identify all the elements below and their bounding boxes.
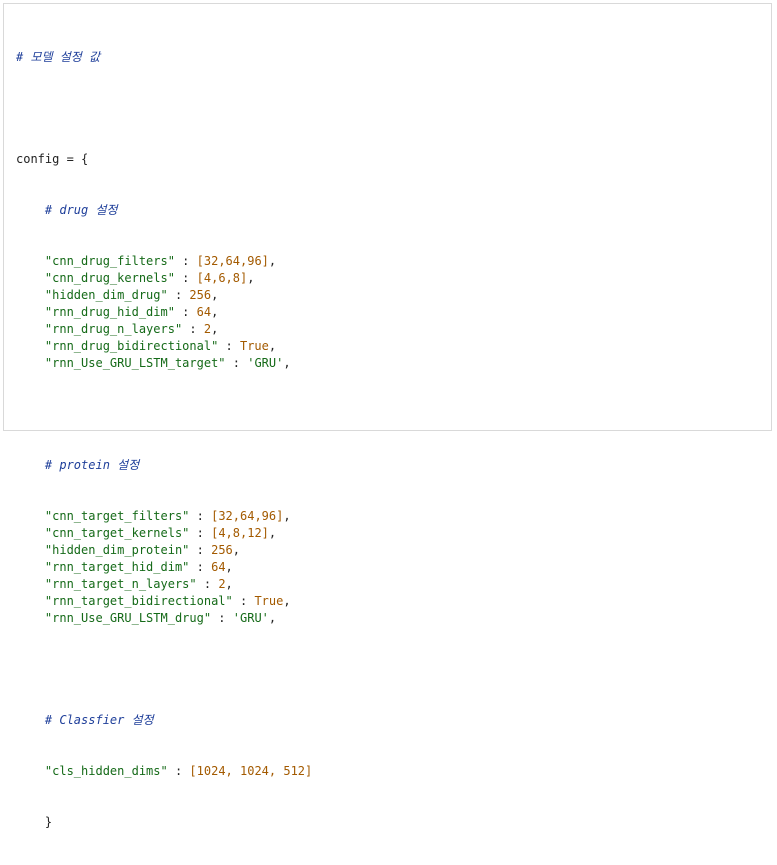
config-key: "cnn_target_kernels"	[44, 526, 190, 540]
config-close: }	[44, 815, 53, 829]
config-key: "rnn_Use_GRU_LSTM_target"	[44, 356, 226, 370]
drug-comment-line: # drug 설정	[16, 202, 312, 219]
config-value: 256	[211, 543, 233, 557]
key-value-separator: :	[189, 509, 212, 523]
trailing-comma: ,	[211, 322, 219, 336]
key-value-separator: :	[167, 764, 190, 778]
config-entry-line: "rnn_target_n_layers" : 2,	[16, 576, 312, 593]
blank-line	[16, 406, 312, 423]
trailing-comma: ,	[283, 356, 291, 370]
config-key: "cnn_drug_filters"	[44, 254, 175, 268]
config-key: "hidden_dim_protein"	[44, 543, 190, 557]
config-key: "rnn_Use_GRU_LSTM_drug"	[44, 611, 212, 625]
config-value: 'GRU'	[232, 611, 269, 625]
protein-entries: "cnn_target_filters" : [32,64,96], "cnn_…	[16, 508, 312, 627]
config-value: [32,64,96]	[211, 509, 284, 523]
config-entry-line: "rnn_drug_n_layers" : 2,	[16, 321, 312, 338]
protein-section-comment: # protein 설정	[44, 458, 140, 472]
config-key: "hidden_dim_drug"	[44, 288, 168, 302]
config-value: [4,6,8]	[196, 271, 248, 285]
config-value: 2	[203, 322, 212, 336]
config-open-line: config = {	[16, 151, 312, 168]
config-entry-line: "cnn_target_filters" : [32,64,96],	[16, 508, 312, 525]
config-value: 64	[211, 560, 226, 574]
config-open: config = {	[16, 152, 89, 166]
config-value: [4,8,12]	[211, 526, 269, 540]
trailing-comma: ,	[211, 305, 219, 319]
key-value-separator: :	[189, 543, 212, 557]
config-entry-line: "rnn_drug_hid_dim" : 64,	[16, 304, 312, 321]
key-value-separator: :	[211, 611, 233, 625]
config-entry-line: "cnn_target_kernels" : [4,8,12],	[16, 525, 312, 542]
config-key: "rnn_target_n_layers"	[44, 577, 197, 591]
config-key: "rnn_target_hid_dim"	[44, 560, 190, 574]
header-comment: # 모델 설정 값	[16, 50, 101, 64]
config-value: 256	[189, 288, 212, 302]
config-key: "rnn_drug_hid_dim"	[44, 305, 175, 319]
config-entry-line: "rnn_drug_bidirectional" : True,	[16, 338, 312, 355]
config-entry-line: "cnn_drug_kernels" : [4,6,8],	[16, 270, 312, 287]
config-value: 2	[218, 577, 226, 591]
config-entry-line: "rnn_Use_GRU_LSTM_target" : 'GRU',	[16, 355, 312, 372]
config-key: "cls_hidden_dims"	[44, 764, 168, 778]
trailing-comma: ,	[283, 509, 291, 523]
classifier-entries: "cls_hidden_dims" : [1024, 1024, 512]	[16, 763, 312, 780]
key-value-separator: :	[182, 322, 204, 336]
trailing-comma: ,	[268, 611, 277, 625]
trailing-comma: ,	[268, 526, 277, 540]
blank-line	[16, 661, 312, 678]
protein-comment-line: # protein 설정	[16, 457, 312, 474]
config-close-line: }	[16, 814, 312, 831]
trailing-comma: ,	[232, 543, 241, 557]
key-value-separator: :	[174, 254, 197, 268]
config-entry-line: "rnn_target_bidirectional" : True,	[16, 593, 312, 610]
trailing-comma: ,	[225, 577, 233, 591]
code-block-frame: # 모델 설정 값 config = { # drug 설정 "cnn_drug…	[3, 3, 772, 829]
trailing-comma: ,	[268, 339, 277, 353]
drug-entries: "cnn_drug_filters" : [32,64,96], "cnn_dr…	[16, 253, 312, 372]
key-value-separator: :	[218, 339, 240, 353]
trailing-comma: ,	[268, 254, 277, 268]
config-key: "cnn_drug_kernels"	[44, 271, 175, 285]
config-entry-line: "rnn_target_hid_dim" : 64,	[16, 559, 312, 576]
config-entry-line: "hidden_dim_drug" : 256,	[16, 287, 312, 304]
config-entry-line: "cnn_drug_filters" : [32,64,96],	[16, 253, 312, 270]
config-entry-line: "rnn_Use_GRU_LSTM_drug" : 'GRU',	[16, 610, 312, 627]
config-value: [32,64,96]	[196, 254, 269, 268]
trailing-comma: ,	[247, 271, 255, 285]
key-value-separator: :	[174, 305, 197, 319]
config-key: "cnn_target_filters"	[44, 509, 190, 523]
config-value: True	[239, 339, 269, 353]
trailing-comma: ,	[225, 560, 233, 574]
config-value: 64	[196, 305, 212, 319]
config-key: "rnn_target_bidirectional"	[44, 594, 233, 608]
trailing-comma: ,	[211, 288, 219, 302]
key-value-separator: :	[232, 594, 255, 608]
key-value-separator: :	[167, 288, 190, 302]
config-entry-line: "cls_hidden_dims" : [1024, 1024, 512]	[16, 763, 312, 780]
classifier-comment-line: # Classfier 설정	[16, 712, 312, 729]
config-key: "rnn_drug_bidirectional"	[44, 339, 219, 353]
config-key: "rnn_drug_n_layers"	[44, 322, 183, 336]
config-value: True	[254, 594, 284, 608]
key-value-separator: :	[189, 526, 212, 540]
drug-section-comment: # drug 설정	[44, 203, 118, 217]
trailing-comma: ,	[283, 594, 291, 608]
key-value-separator: :	[225, 356, 248, 370]
blank-line	[16, 100, 312, 117]
config-entry-line: "hidden_dim_protein" : 256,	[16, 542, 312, 559]
header-comment-line: # 모델 설정 값	[16, 49, 312, 66]
key-value-separator: :	[196, 577, 219, 591]
key-value-separator: :	[189, 560, 212, 574]
code-block: # 모델 설정 값 config = { # drug 설정 "cnn_drug…	[16, 15, 312, 865]
config-value: 'GRU'	[247, 356, 284, 370]
classifier-section-comment: # Classfier 설정	[44, 713, 154, 727]
key-value-separator: :	[174, 271, 197, 285]
config-value: [1024, 1024, 512]	[189, 764, 313, 778]
